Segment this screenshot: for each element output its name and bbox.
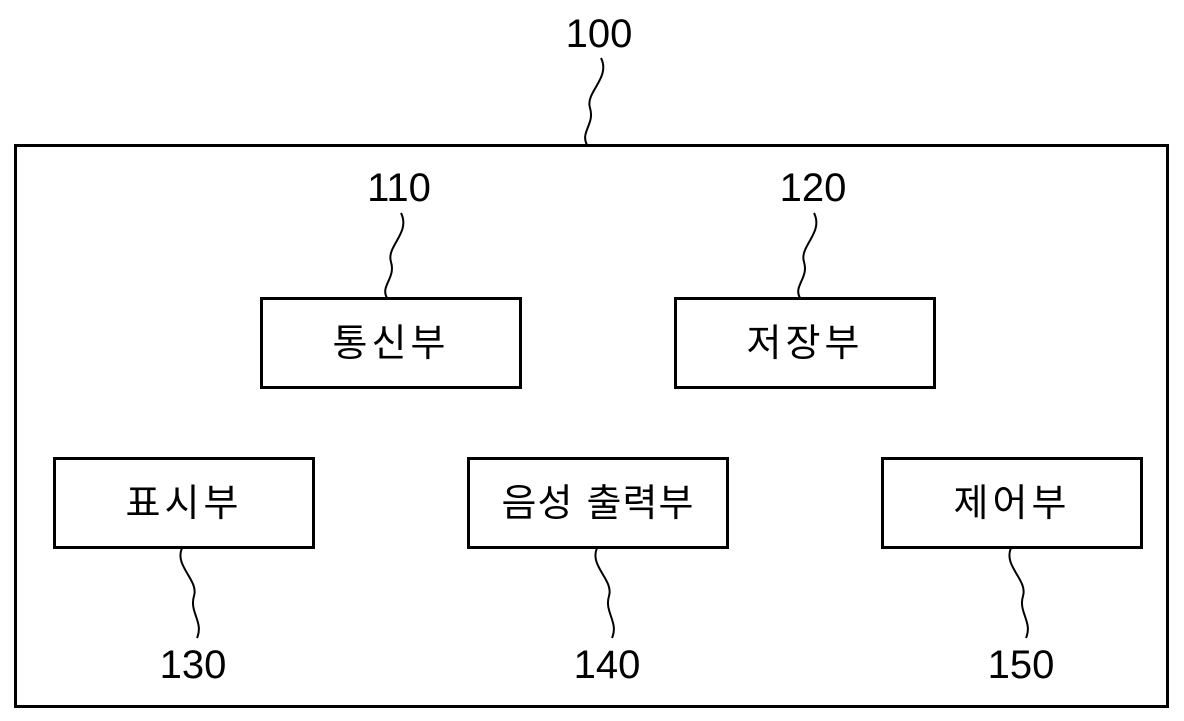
audio-output-block: 음성 출력부: [467, 457, 729, 549]
leader-line-130: [179, 547, 200, 639]
control-block: 제어부: [881, 457, 1143, 549]
leader-line-150: [1008, 547, 1029, 639]
leader-line-140: [594, 547, 615, 639]
control-ref-number: 150: [987, 643, 1055, 687]
leader-line-100: [584, 57, 605, 146]
display-block: 표시부: [53, 457, 315, 549]
communication-ref-number: 110: [367, 166, 431, 210]
leader-line-120: [797, 212, 818, 299]
device-ref-number: 100: [565, 12, 633, 56]
device-frame: [14, 144, 1169, 708]
display-label: 표시부: [125, 481, 243, 525]
display-ref-number: 130: [159, 643, 227, 687]
storage-label: 저장부: [746, 321, 864, 365]
storage-ref-number: 120: [779, 166, 847, 210]
leader-line-110: [384, 212, 405, 299]
communication-label: 통신부: [332, 321, 450, 365]
audio-output-ref-number: 140: [573, 643, 641, 687]
audio-output-label: 음성 출력부: [501, 481, 695, 525]
communication-block: 통신부: [260, 297, 522, 389]
control-label: 제어부: [953, 481, 1071, 525]
storage-block: 저장부: [674, 297, 936, 389]
